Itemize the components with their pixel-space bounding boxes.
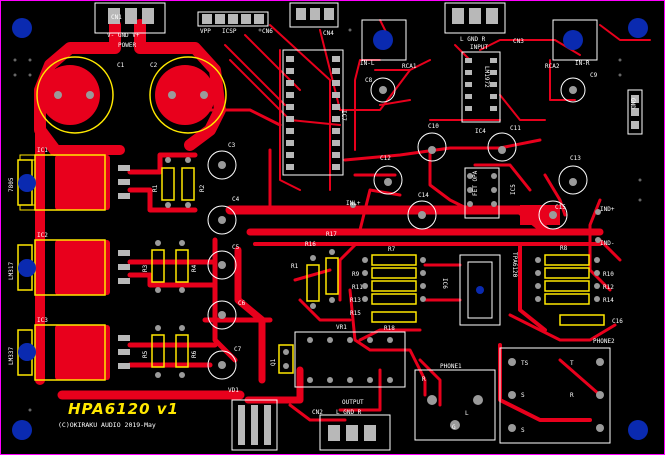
r2-label: R2 bbox=[199, 184, 206, 192]
phone1-label: PHONE1 bbox=[440, 363, 462, 370]
r8-label: R8 bbox=[560, 245, 568, 252]
mounting-holes bbox=[12, 18, 648, 440]
input-label: INPUT bbox=[470, 44, 489, 51]
r17-label: R17 bbox=[326, 231, 337, 238]
c12-label: C12 bbox=[380, 155, 391, 162]
small-vias bbox=[13, 28, 642, 412]
ic2-label: IC2 bbox=[37, 232, 48, 239]
r-label: R bbox=[570, 392, 574, 399]
r10-label: R10 bbox=[603, 271, 614, 278]
ind-plus-label: IND+ bbox=[600, 206, 615, 213]
in-r-label: IN-R bbox=[575, 60, 590, 67]
power-label: POWER bbox=[118, 42, 137, 49]
ic1-part-label: 7805 bbox=[8, 177, 15, 192]
c9-label: C9 bbox=[590, 72, 598, 79]
r4-label: R4 bbox=[191, 264, 198, 272]
ic4-part-label: LM1972 bbox=[483, 66, 490, 88]
c4-label: C4 bbox=[232, 196, 240, 203]
cn1-label: CN1 bbox=[111, 14, 122, 21]
tpa6120-body bbox=[467, 261, 493, 319]
vias bbox=[54, 86, 604, 432]
rca2-label: RCA2 bbox=[545, 63, 560, 70]
r9-label: R9 bbox=[352, 271, 360, 278]
output-label: OUTPUT bbox=[342, 399, 364, 406]
c7-label: C7 bbox=[234, 346, 242, 353]
r12-label: R12 bbox=[603, 284, 614, 291]
r18-label: R18 bbox=[384, 325, 395, 332]
vpp-label: VPP bbox=[200, 28, 211, 35]
fet-label: FET OPA bbox=[472, 170, 479, 196]
icsp-label: ICSP bbox=[222, 28, 237, 35]
c8-label: C8 bbox=[365, 77, 373, 84]
phone1-r-label: R bbox=[422, 376, 426, 383]
input-lgr-label: L GND R bbox=[460, 36, 486, 43]
c10-label: C10 bbox=[428, 123, 439, 130]
c3-label: C3 bbox=[228, 142, 236, 149]
c11-label: C11 bbox=[510, 125, 521, 132]
ic2-part-label: LM317 bbox=[8, 261, 15, 280]
board-copyright: (C)OKIRAKU AUDIO 2019-May bbox=[58, 421, 156, 429]
r6-label: R6 bbox=[191, 350, 198, 358]
ic6-label: IC6 bbox=[441, 278, 448, 289]
r1-label: R1 bbox=[152, 184, 159, 192]
c6-label: C6 bbox=[238, 300, 246, 307]
pads bbox=[108, 8, 639, 445]
ic7-label: IC7 bbox=[340, 110, 347, 121]
c2-outline bbox=[149, 56, 227, 134]
c5-label: C5 bbox=[232, 244, 240, 251]
r1b-label: R1 bbox=[291, 263, 299, 270]
vd1-label: VD1 bbox=[228, 387, 239, 394]
cn1-pins-label: V- GND V+ bbox=[107, 32, 140, 39]
phone1-l-label: L bbox=[465, 410, 469, 417]
c13-label: C13 bbox=[570, 155, 581, 162]
c14-label: C14 bbox=[418, 192, 429, 199]
r5-label: R5 bbox=[142, 350, 149, 358]
gnd-label: GND bbox=[629, 98, 636, 109]
r13-label: R13 bbox=[350, 297, 361, 304]
r3-label: R3 bbox=[142, 264, 149, 272]
s-label: S bbox=[521, 392, 525, 399]
cn3-label: CN3 bbox=[513, 38, 524, 45]
rca1-label: RCA1 bbox=[402, 63, 417, 70]
inl-plus-label: INL+ bbox=[346, 200, 361, 207]
ic1-label: IC1 bbox=[37, 147, 48, 154]
c15-label: C15 bbox=[555, 204, 566, 211]
cn6-label: CN6 bbox=[262, 28, 273, 35]
c1-outline bbox=[36, 56, 114, 134]
cn4-label: CN4 bbox=[323, 30, 334, 37]
c16-label: C16 bbox=[612, 318, 623, 325]
in-l-label: IN-L bbox=[360, 60, 375, 67]
copper-fills bbox=[40, 65, 560, 380]
ic3-part-label: LM337 bbox=[8, 346, 15, 365]
r7-label: R7 bbox=[388, 246, 396, 253]
r16-label: R16 bbox=[305, 241, 316, 248]
c2-label: C2 bbox=[150, 62, 158, 69]
ts-label: TS bbox=[521, 360, 529, 367]
phone2-label: PHONE2 bbox=[593, 338, 615, 345]
board-title: HPA6120 v1 bbox=[68, 400, 179, 418]
ic4-label: IC4 bbox=[475, 128, 486, 135]
ss-label: S bbox=[521, 427, 525, 434]
c1-label: C1 bbox=[117, 62, 125, 69]
r15-label: R15 bbox=[350, 310, 361, 317]
phone1-g-label: G bbox=[452, 424, 456, 431]
q1-label: Q1 bbox=[270, 358, 277, 366]
tpa6120-label: TPA6120 bbox=[511, 252, 518, 278]
vr1-label: VR1 bbox=[336, 324, 347, 331]
r14-label: R14 bbox=[603, 297, 614, 304]
silk-white bbox=[94, 2, 643, 451]
cn2-pins-label: L GND R bbox=[336, 409, 362, 416]
ind-minus-label: IND- bbox=[600, 240, 615, 247]
ic5-label: IC5 bbox=[510, 184, 517, 195]
cn2-label: CN2 bbox=[312, 409, 323, 416]
t-label: T bbox=[570, 360, 574, 367]
r11-label: R11 bbox=[352, 284, 363, 291]
ic3-label: IC3 bbox=[37, 317, 48, 324]
